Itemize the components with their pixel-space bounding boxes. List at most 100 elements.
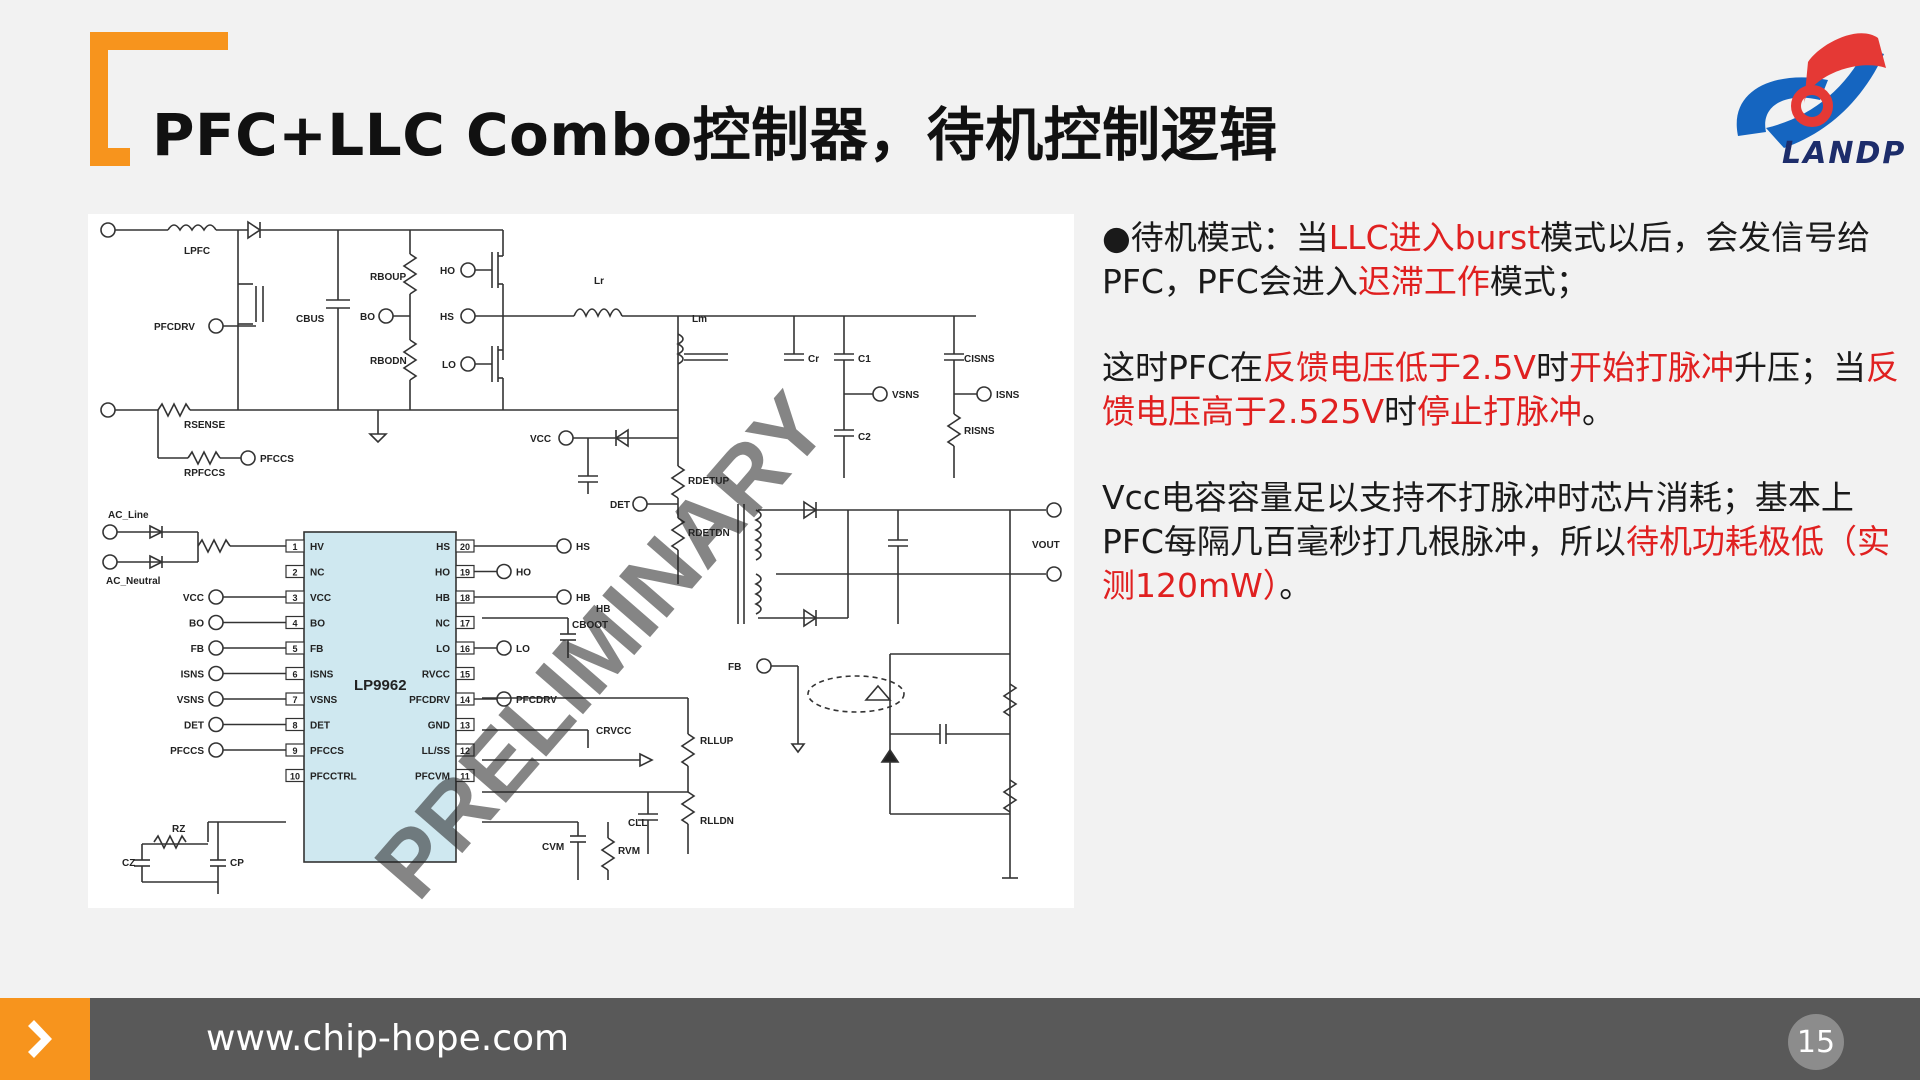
net-terminal [556, 538, 572, 554]
label-vcc: VCC [530, 434, 551, 445]
chip-pin-box [285, 768, 305, 783]
label-rz: RZ [172, 824, 185, 835]
label-vsns: VSNS [892, 390, 920, 401]
footer-bar [0, 998, 1920, 1080]
chip-pin-number: 15 [460, 670, 470, 680]
chip-pin-number: 11 [460, 772, 470, 782]
chip-pin-number: 5 [292, 644, 297, 654]
label-rboup: RBOUP [370, 272, 406, 283]
chip-pin-number: 20 [460, 542, 470, 552]
net-label: HS [576, 542, 590, 553]
chip-pin-number: 3 [292, 593, 297, 603]
chip-pin-number: 9 [292, 746, 297, 756]
chip-pin-box [455, 717, 475, 732]
chip-pin-number: 7 [292, 695, 297, 705]
net-terminal [208, 614, 224, 631]
net-terminal [208, 640, 224, 656]
chip-pin-number: 17 [460, 619, 470, 629]
net-label: PFCDRV [516, 695, 557, 706]
paragraph-segment-highlight: 反馈电压低于2.5V [1262, 348, 1536, 387]
net-terminal [208, 691, 224, 707]
paragraph-segment: 升压；当 [1734, 348, 1866, 387]
chip-pin-name: HO [435, 568, 450, 579]
label-lm: Lm [692, 314, 707, 325]
label-rlldn: RLLDN [700, 816, 734, 827]
chip-pin-box [285, 539, 305, 553]
label-rdetup: RDETUP [688, 476, 729, 487]
paragraph-segment-highlight: 待机功耗极低（实测120mW） [1102, 522, 1890, 605]
label-bo: BO [360, 312, 375, 323]
paragraph-segment-highlight: 反馈电压高于2.525V [1102, 348, 1899, 431]
label-ac-neutral: AC_Neutral [106, 576, 161, 587]
chip-pin-box [285, 564, 305, 579]
label-isns: ISNS [996, 390, 1020, 401]
chip-name: LP9962 [354, 677, 407, 694]
title-bracket-foot [90, 148, 130, 166]
footer-website[interactable]: www.chip-hope.com [206, 1018, 570, 1059]
chip-pin-number: 10 [290, 772, 300, 782]
chip-pin-box [455, 743, 475, 757]
label-ho: HO [440, 266, 455, 277]
chip-pin-number: 4 [292, 619, 297, 629]
label-cisns: CISNS [964, 354, 995, 365]
label-rllup: RLLUP [700, 736, 734, 747]
label-cbus: CBUS [296, 314, 325, 325]
chip-pin-name: PFCCTRL [310, 772, 357, 783]
label-vout: VOUT [1032, 540, 1060, 551]
title-bracket-decoration [90, 32, 228, 166]
net-label: BO [189, 619, 204, 630]
paragraph-segment-highlight: LLC进入burst [1328, 218, 1541, 257]
paragraph-segment: ●待机模式：当 [1102, 218, 1329, 257]
paragraph-segment-highlight: 开始打脉冲 [1569, 348, 1734, 387]
slide-title: PFC+LLC Combo控制器，待机控制逻辑 [152, 101, 1278, 169]
net-label: DET [184, 721, 204, 732]
chip-pin-name: HS [436, 542, 450, 553]
label-lpfc: LPFC [184, 246, 210, 257]
net-label: HO [516, 568, 531, 579]
paragraph-segment: 。 [1279, 566, 1313, 605]
chip-pin-name: PFCVM [415, 772, 450, 783]
net-label: LO [516, 644, 530, 655]
chip-pin-name: VSNS [310, 695, 338, 706]
label-cboot: CBOOT [572, 620, 608, 631]
net-label: ISNS [181, 670, 205, 681]
net-terminal [556, 589, 572, 605]
label-cr: Cr [808, 354, 819, 365]
label-hb: HB [596, 604, 610, 615]
label-hs: HS [440, 312, 454, 323]
chip-pin-box [455, 615, 475, 630]
net-terminal [208, 742, 224, 758]
chip-pin-number: 13 [460, 721, 470, 731]
paragraph-segment: Vcc电容容量足以支持不打脉冲时芯片消耗；基本上PFC每隔几百毫秒打几根脉冲，所… [1102, 478, 1854, 561]
label-crvcc: CRVCC [596, 726, 631, 737]
chip-pin-number: 6 [292, 670, 297, 680]
label-ac-line: AC_Line [108, 510, 149, 521]
paragraph-segment-highlight: 停止打脉冲 [1417, 392, 1583, 431]
label-pfcdrv: PFCDRV [154, 322, 195, 333]
chip-pin-box [455, 666, 475, 681]
chip-pin-name: GND [428, 721, 450, 732]
label-rpfccs: RPFCCS [184, 468, 225, 479]
label-rbodn: RBODN [370, 356, 407, 367]
logo-text: LANDP [1782, 136, 1907, 171]
label-det: DET [610, 500, 630, 511]
net-terminal [496, 640, 512, 656]
paragraph-segment: 。 [1582, 392, 1616, 431]
chip-pin-name: RVCC [422, 670, 450, 681]
chip-pin-number: 16 [460, 644, 470, 654]
net-terminal [496, 563, 512, 580]
label-lr: Lr [594, 276, 604, 287]
paragraph-feedback: 这时PFC在反馈电压低于2.5V时开始打脉冲升压；当反馈电压高于2.525V时停… [1102, 346, 1902, 434]
net-terminal [208, 716, 224, 733]
chip-pin-name: FB [310, 644, 323, 655]
net-label: VSNS [177, 695, 205, 706]
net-terminal [208, 589, 224, 605]
net-terminal [208, 665, 224, 682]
page-number: 15 [1788, 1014, 1844, 1070]
chip-pin-number: 2 [292, 568, 297, 578]
paragraph-segment: 模式； [1489, 262, 1589, 301]
chip-pin-name: PFCDRV [409, 695, 450, 706]
chip-pin-name: HB [436, 593, 450, 604]
